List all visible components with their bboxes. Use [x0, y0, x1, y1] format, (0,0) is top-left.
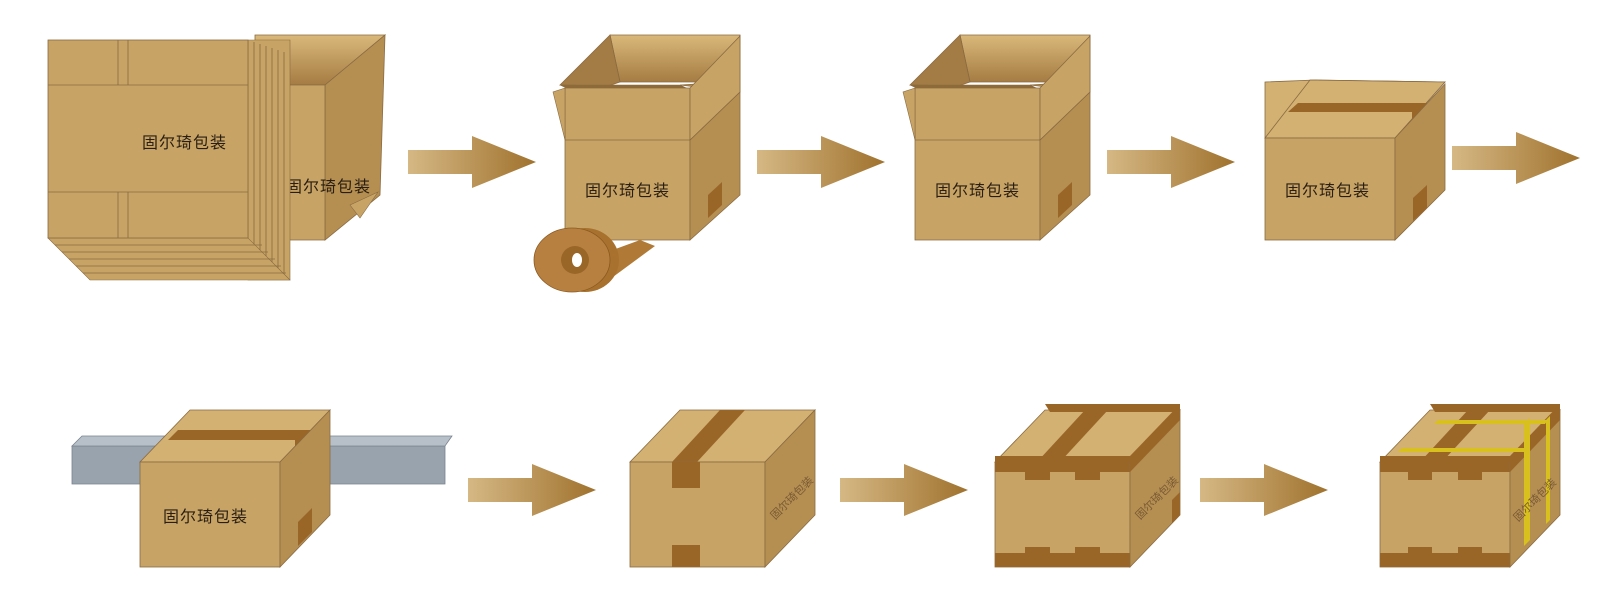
step-2-erect-box-with-tape: 固尔琦包装: [533, 34, 741, 293]
step-4-sealed-box: 固尔琦包装: [1264, 79, 1446, 241]
arrow-right-icon: [757, 136, 885, 188]
step-6-taped-box: 固尔琦包装: [629, 409, 816, 568]
arrow-right-icon: [1200, 464, 1328, 516]
arrow-right-icon: [408, 136, 536, 188]
stack-layers: [47, 39, 291, 281]
box-label: 固尔琦包装: [585, 181, 670, 200]
step-3-box-flaps-open: 固尔琦包装: [902, 34, 1091, 241]
flat-carton-front: 固尔琦包装: [47, 39, 249, 239]
step-8-strapped-box: 固尔琦包装: [1379, 404, 1561, 568]
step-7-box-with-edge-protectors: 固尔琦包装: [994, 404, 1181, 568]
strapping-bands: [1398, 416, 1550, 546]
step-5-box-on-conveyor: 固尔琦包装: [71, 409, 453, 568]
box-label: 固尔琦包装: [1285, 181, 1370, 200]
tape-roll: [533, 227, 655, 293]
box-label: 固尔琦包装: [935, 181, 1020, 200]
arrow-right-icon: [1107, 136, 1235, 188]
step-1-flat-cartons: 固尔琦包装 固尔琦包装: [47, 34, 387, 281]
arrow-right-icon: [840, 464, 968, 516]
box-label-partial: 固尔琦包装: [286, 177, 371, 196]
box-label: 固尔琦包装: [163, 507, 248, 526]
arrow-right-icon: [468, 464, 596, 516]
arrow-right-icon: [1452, 132, 1580, 184]
box-label: 固尔琦包装: [142, 133, 227, 152]
flow-arrows: [408, 132, 1580, 516]
